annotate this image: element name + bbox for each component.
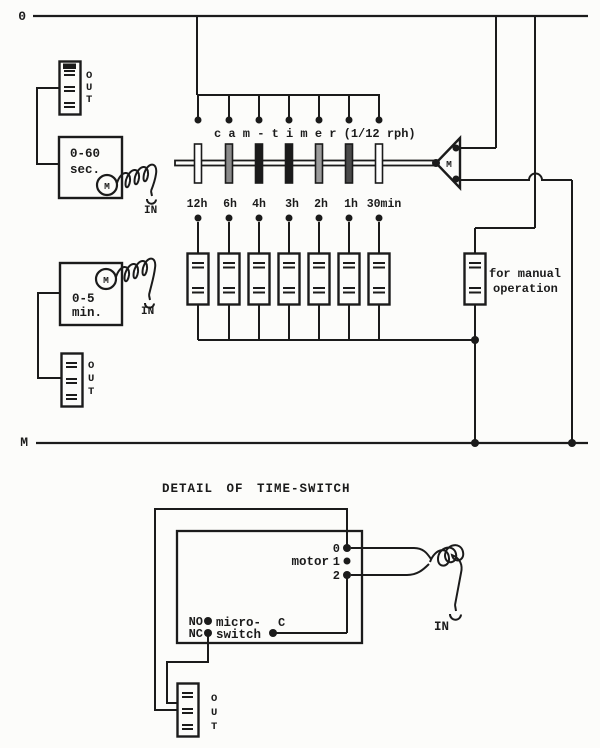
sec-timer-in-label: IN (144, 205, 157, 217)
out-letter: O (211, 693, 217, 705)
detail-title: DETAIL OF TIME-SWITCH (162, 482, 351, 496)
min-timer-outlet (60, 352, 84, 408)
nc-label: NC (189, 627, 203, 641)
microswitch-label-line2: switch (216, 628, 261, 642)
min-timer-motor-circle (94, 267, 118, 291)
detail-circuit: DETAIL OF TIME-SWITCH motor 0 1 2 C NO N… (154, 482, 465, 738)
sec-timer-cord-coil (116, 163, 158, 192)
cord-coil (429, 544, 465, 606)
m-line-junction-dot-2 (568, 439, 576, 447)
out-letter: U (88, 373, 94, 385)
out-letter: O (86, 70, 92, 82)
out-letter: T (211, 721, 217, 733)
m-line-junction-dot-1 (471, 439, 479, 447)
cam-bar-4h (254, 143, 264, 184)
time-switch-30min (369, 215, 390, 341)
sec-timer-motor-label: M (104, 181, 110, 192)
time-switch-12h (188, 215, 209, 341)
time-switch-3h (279, 215, 300, 341)
time-switch-2h (309, 215, 330, 341)
time-switch-body-box (175, 529, 364, 645)
outlet-key-slot (63, 63, 76, 69)
terminal-label-1: 1 (333, 555, 340, 569)
out-letter: U (211, 707, 217, 719)
cam-bar-3h (284, 143, 294, 184)
channel-label-1h: 1h (344, 198, 358, 211)
nc-to-outlet-wire (166, 633, 209, 704)
terminal-label-2: 2 (333, 569, 340, 583)
min-timer-range-line1: 0-5 (72, 292, 95, 306)
channel-label-6h: 6h (223, 198, 237, 211)
bottom-bus-label: M (20, 435, 28, 450)
sec-timer-range-line2: sec. (70, 163, 100, 177)
outer-loop-wire (154, 508, 348, 711)
channel-label-12h: 12h (187, 198, 208, 211)
cam-bar-2h (314, 143, 324, 184)
sec-timer-range-line1: 0-60 (70, 147, 100, 161)
sec-timer-outlet (58, 60, 82, 116)
manual-label-line1: for manual (489, 267, 561, 281)
channel-label-4h: 4h (252, 198, 266, 211)
no-label: NO (189, 615, 203, 629)
manual-label-line2: operation (493, 282, 558, 296)
sec-timer-plug-hook (146, 190, 157, 205)
terminal-label-0: 0 (333, 542, 340, 556)
out-letter: T (88, 386, 94, 398)
channel-label-30min: 30min (367, 198, 402, 211)
sec-timer-motor-circle (95, 173, 119, 197)
cam-bars (193, 143, 384, 184)
cord-wire-2 (351, 563, 430, 576)
channel-label-2h: 2h (314, 198, 328, 211)
cam-timer-label: c a m - t i m e r (1/12 rph) (214, 127, 416, 141)
min-timer-motor-label: M (103, 275, 109, 286)
cam-bar-6h (224, 143, 234, 184)
time-switch-1h (339, 215, 360, 341)
contact-stems (194, 95, 383, 124)
detail-in-label: IN (434, 620, 449, 634)
channel-label-3h: 3h (285, 198, 299, 211)
manual-switch-symbol (463, 252, 487, 306)
sec-timer-appliance: O U T 0-60 sec. M IN (36, 60, 158, 217)
cam-bar-1h (344, 143, 354, 184)
cam-bar-30min (374, 143, 384, 184)
terminal-dot-0 (343, 544, 351, 552)
main-circuit: 0 M c a m - t i m e r (1/12 rph) (18, 9, 588, 450)
shaft-junction-dot (432, 159, 440, 167)
out-letter: T (86, 94, 92, 106)
terminal-dot-1 (343, 557, 351, 565)
bus-junction-dot (471, 336, 479, 344)
cam-motor-label: M (446, 159, 452, 170)
min-timer-in-label: IN (141, 306, 154, 318)
no-terminal-dot (204, 617, 212, 625)
motor-bottom-wire-with-hop (456, 172, 572, 181)
min-timer-bracket-wire (37, 292, 61, 379)
time-switch-4h (249, 215, 270, 341)
c-label: C (278, 616, 285, 630)
time-switch-6h (219, 215, 240, 341)
out-letter: O (88, 360, 94, 372)
cam-bar-12h (193, 143, 203, 184)
c-terminal-dot (269, 629, 277, 637)
detail-outlet (176, 682, 200, 738)
min-timer-range-line2: min. (72, 306, 102, 320)
cam-shaft (174, 159, 438, 167)
min-timer-appliance: M 0-5 min. IN O U T (37, 257, 157, 408)
cord-wire-0 (351, 547, 432, 560)
cord-plug-hook (449, 604, 462, 621)
sec-timer-box (57, 135, 124, 200)
cam-channel-labels: 12h 6h 4h 3h 2h 1h 30min (187, 198, 402, 211)
out-letter: U (86, 82, 92, 94)
sec-timer-bracket-wire (36, 87, 59, 165)
microswitch-label-line1: micro- (216, 616, 261, 630)
detail-motor-label: motor (291, 555, 329, 569)
min-timer-plug-hook (144, 294, 155, 309)
top-bus-label: 0 (18, 9, 26, 24)
time-switch-bank (188, 215, 475, 341)
min-timer-cord-coil (115, 257, 157, 296)
